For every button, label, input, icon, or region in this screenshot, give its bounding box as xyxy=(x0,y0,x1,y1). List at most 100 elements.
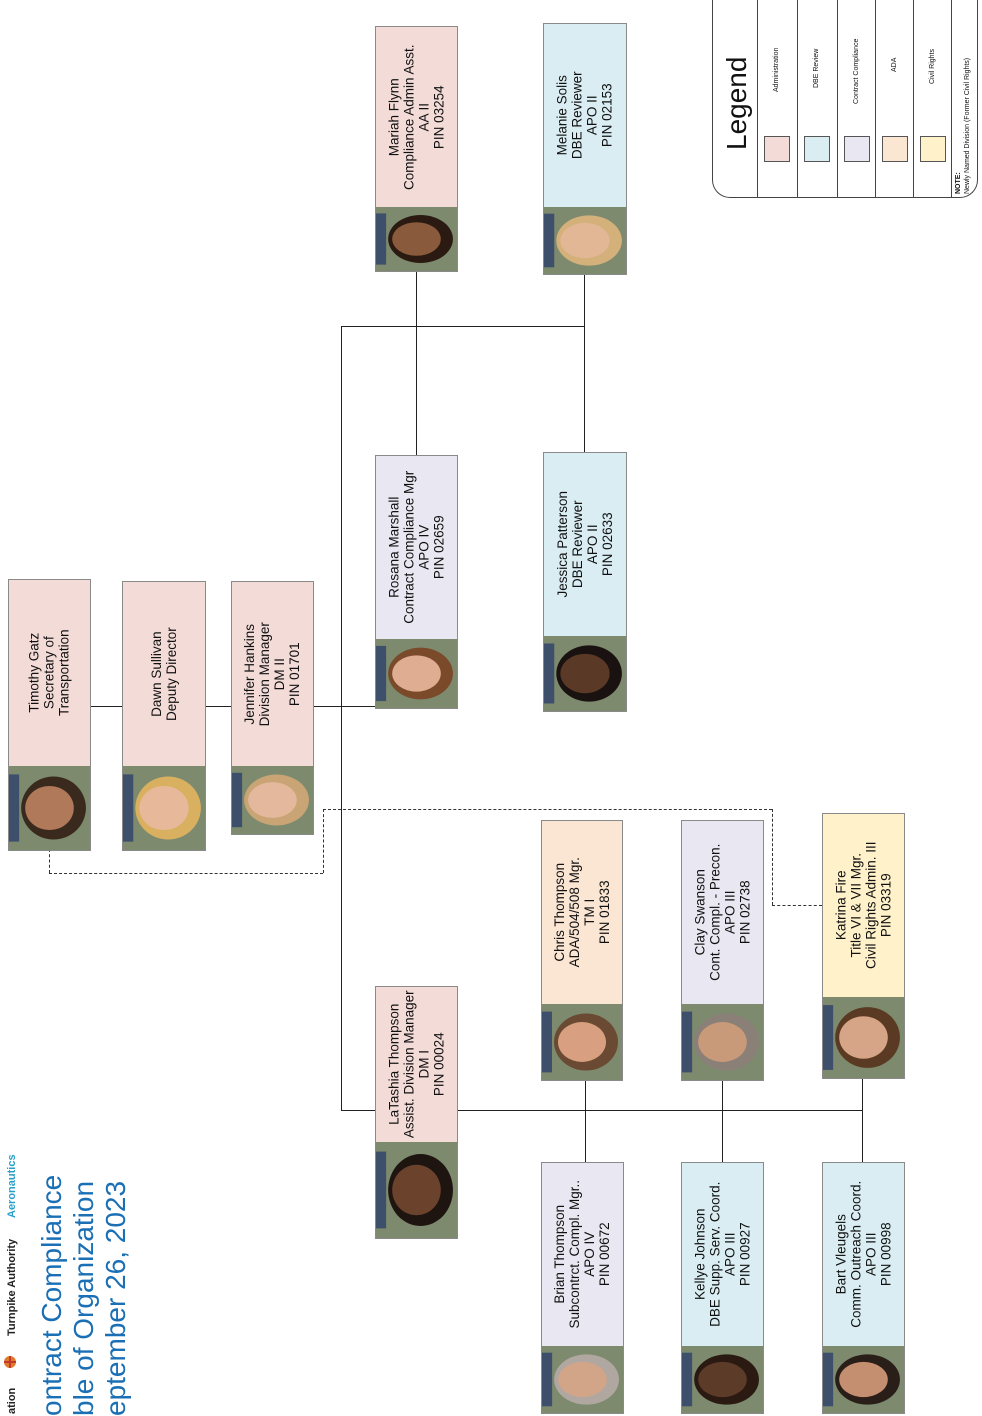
legend-swatch xyxy=(764,136,790,162)
legend-item-civil-rights: Civil Rights xyxy=(913,0,952,198)
person-name: Rosana Marshall xyxy=(386,496,402,599)
person-name: Brian Thompson xyxy=(552,1205,568,1304)
person-detail: APO II xyxy=(585,524,600,565)
connector xyxy=(585,1080,586,1162)
person-photo xyxy=(232,766,313,834)
person-name: Kellye Johnson xyxy=(692,1208,708,1301)
connector xyxy=(313,706,341,707)
dashed-connector xyxy=(772,905,822,906)
person-detail: Secretary of xyxy=(41,636,57,710)
person-photo xyxy=(823,997,904,1078)
dashed-connector xyxy=(49,849,50,873)
person-detail: DBE Reviewer xyxy=(569,71,585,160)
person-detail: ADA/504/508 Mgr. xyxy=(566,857,582,968)
person-photo xyxy=(682,1346,763,1413)
person-detail: TM I xyxy=(582,899,598,927)
person-name: Jennifer Hankins xyxy=(242,623,258,725)
connector xyxy=(416,272,417,455)
legend-label: ADA xyxy=(891,57,898,72)
person-name: Bart Vleugels xyxy=(833,1214,849,1295)
connector xyxy=(205,706,231,707)
legend-swatch xyxy=(804,136,830,162)
person-detail: PIN 00024 xyxy=(431,1032,447,1097)
person-photo xyxy=(9,766,90,850)
person-photo xyxy=(123,766,205,850)
person-detail: PIN 01833 xyxy=(597,880,613,945)
person-detail: APO IV xyxy=(582,1232,598,1278)
person-detail: Division Manager xyxy=(257,621,273,727)
person-detail: Assist. Division Manager xyxy=(401,990,417,1139)
person-photo xyxy=(376,207,457,271)
legend-swatch xyxy=(882,136,908,162)
person-detail: APO II xyxy=(585,95,600,136)
connector xyxy=(862,1078,863,1162)
connector xyxy=(90,706,123,707)
page-subtitle: ble of Organization xyxy=(68,1180,99,1416)
person-photo xyxy=(542,1004,622,1080)
connector xyxy=(457,1110,862,1111)
legend-note: NOTE: Newly Named Division (Former Civil… xyxy=(951,0,978,198)
logo-text-turnpike: Turnpike Authority xyxy=(6,1238,18,1336)
person-name: Timothy Gatz xyxy=(26,633,42,713)
person-detail: DBE Supp. Serv. Coord. xyxy=(707,1181,723,1328)
dashed-connector xyxy=(323,809,772,810)
legend-title-cell: Legend xyxy=(713,0,757,198)
person-detail: PIN 00672 xyxy=(597,1222,613,1287)
person-name: Katrina Fire xyxy=(833,870,849,941)
person-detail: Subcontrct. Compl. Mgr.. xyxy=(567,1180,583,1329)
person-name: Dawn Sullivan xyxy=(148,631,164,717)
person-detail: PIN 01701 xyxy=(287,642,303,706)
agency-logo xyxy=(0,1352,18,1416)
person-detail: PIN 00998 xyxy=(878,1222,894,1287)
person-detail: PIN 02659 xyxy=(431,515,447,580)
dashed-connector xyxy=(49,873,323,874)
person-name: Chris Thompson xyxy=(551,863,567,962)
person-photo xyxy=(544,636,626,711)
legend-label: Administration xyxy=(773,47,780,92)
person-detail: PIN 03254 xyxy=(431,85,447,149)
legend-swatch xyxy=(844,136,870,162)
person-detail: DBE Reviewer xyxy=(569,500,585,589)
page-title: ontract Compliance xyxy=(36,1174,67,1416)
person-name: Clay Swanson xyxy=(692,869,708,956)
person-photo xyxy=(682,1004,763,1080)
legend-item-ada: ADA xyxy=(875,0,914,198)
person-photo xyxy=(376,1142,457,1238)
person-photo xyxy=(376,639,457,708)
connector xyxy=(584,275,585,452)
person-detail: Transportation xyxy=(57,629,73,717)
legend-title: Legend xyxy=(721,56,752,150)
page-date: eptember 26, 2023 xyxy=(100,1180,131,1416)
person-detail: PIN 03319 xyxy=(878,873,894,938)
logo-text-aeronautics: Aeronautics xyxy=(6,1154,18,1218)
legend-label: Civil Rights xyxy=(929,48,936,84)
legend-item-dbe-review: DBE Review xyxy=(797,0,838,198)
person-detail: Comm. Outreach Coord. xyxy=(848,1180,864,1329)
person-photo xyxy=(544,207,626,274)
legend-note-label: NOTE: xyxy=(955,172,962,194)
person-detail: Civil Rights Admin. III xyxy=(863,841,879,970)
person-detail: Compliance Admin Asst. xyxy=(401,44,417,190)
legend: Legend Administration DBE Review Contrac… xyxy=(712,0,978,198)
person-name: LaTashia Thompson xyxy=(386,1003,402,1126)
connector xyxy=(341,706,375,707)
person-photo xyxy=(542,1346,623,1413)
connector xyxy=(341,326,342,1111)
person-detail: APO IV xyxy=(416,525,432,571)
legend-label: DBE Review xyxy=(813,48,820,88)
person-name: Mariah Flynn xyxy=(386,77,402,157)
person-detail: DM II xyxy=(272,657,288,691)
person-detail: PIN 02153 xyxy=(600,83,616,148)
person-detail: Contract Compliance Mgr xyxy=(401,470,417,625)
person-detail: Title VI & VII Mgr. xyxy=(848,853,864,958)
